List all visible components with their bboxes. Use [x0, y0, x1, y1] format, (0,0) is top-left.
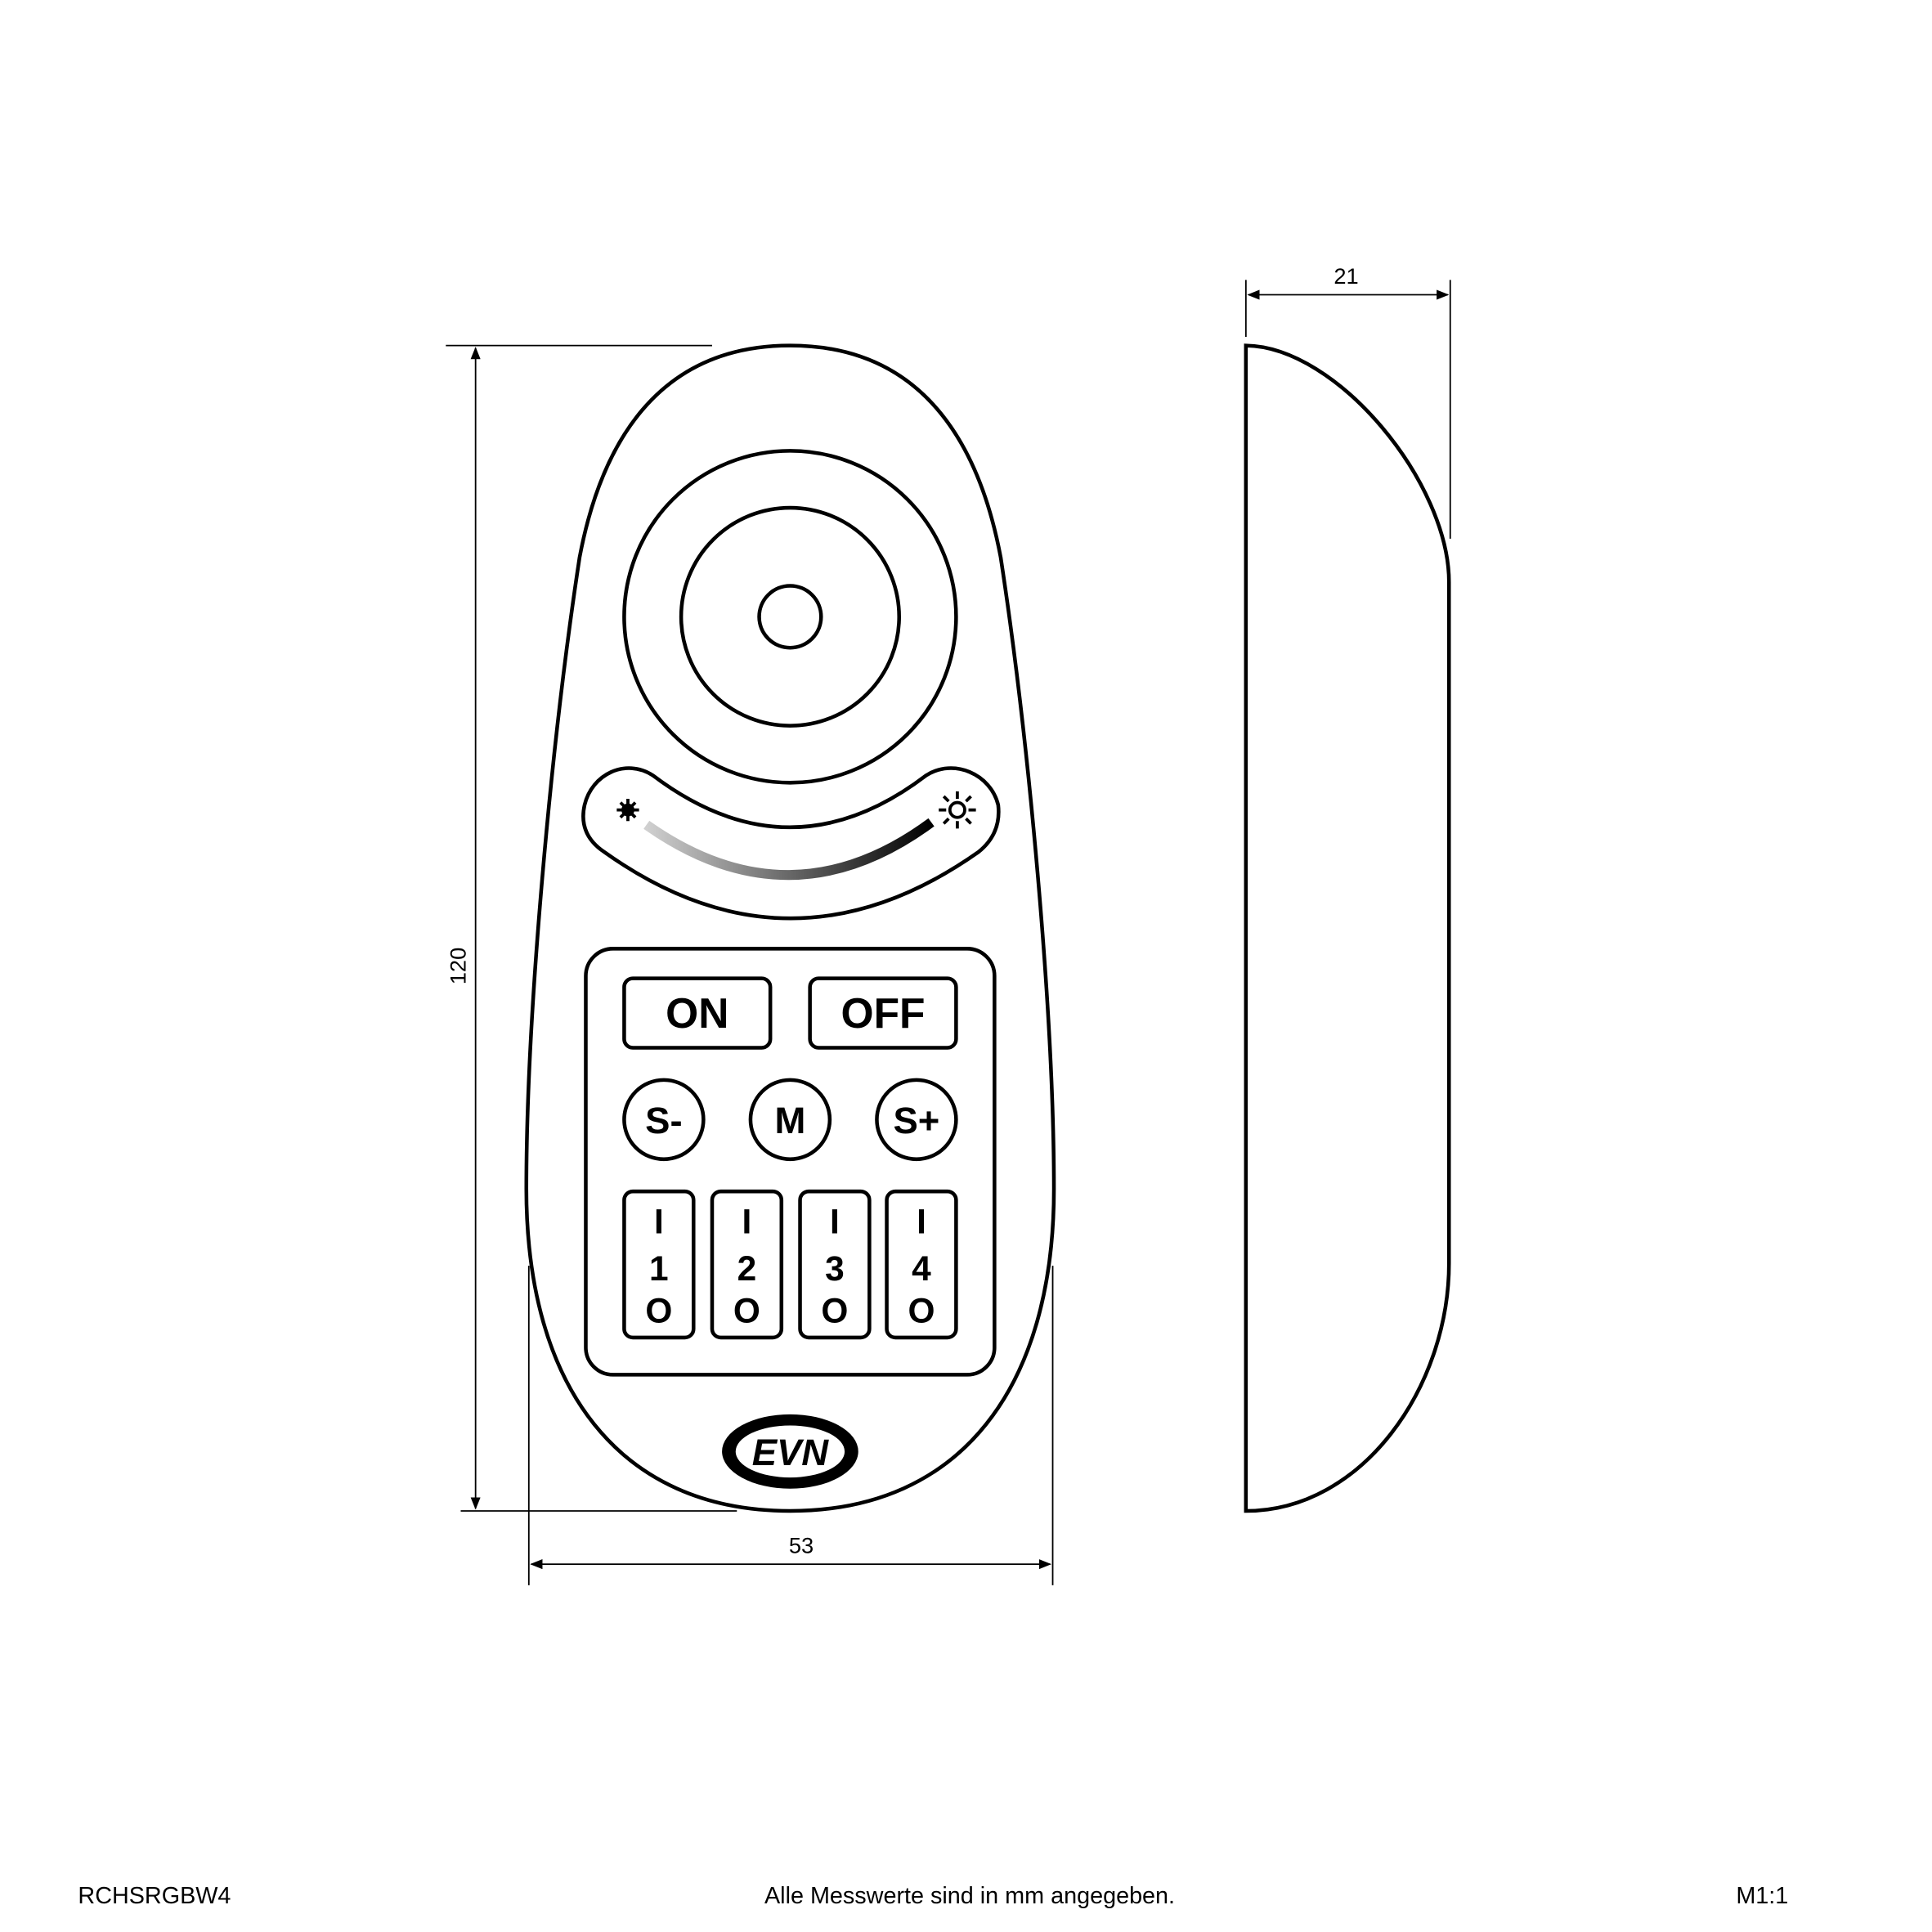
channel-button-4: I 4 O [885, 1189, 958, 1340]
svg-text:I: I [917, 1203, 926, 1241]
off-label: OFF [841, 989, 926, 1037]
width-dimension: 53 [527, 1266, 1054, 1585]
remote-front-view: ON OFF S- M S+ I 1 O I 2 O I 3 O I [524, 343, 1056, 1513]
on-label: ON [666, 989, 728, 1037]
color-wheel-inner [679, 505, 901, 728]
off-button [808, 976, 958, 1050]
brightness-slider-outline [581, 766, 1001, 921]
speed-minus-label: S- [645, 1100, 682, 1141]
speed-plus-label: S+ [893, 1100, 939, 1141]
evn-logo: EVN [722, 1414, 858, 1489]
center-button [757, 584, 823, 650]
svg-text:O: O [821, 1292, 848, 1330]
width-label: 53 [789, 1532, 814, 1558]
height-dimension: 120 [446, 344, 737, 1512]
on-button [622, 976, 773, 1050]
svg-text:O: O [733, 1292, 760, 1330]
model-number: RCHSRGBW4 [78, 1883, 231, 1909]
svg-text:2: 2 [737, 1249, 757, 1288]
svg-text:I: I [830, 1203, 840, 1241]
mode-label: M [774, 1100, 805, 1141]
color-wheel-outer [622, 449, 958, 785]
brightness-gradient [643, 818, 935, 881]
speed-minus-button [622, 1078, 706, 1162]
dim-sun-icon [616, 799, 639, 822]
channel-button-1: I 1 O [622, 1189, 696, 1340]
channel-button-2: I 2 O [710, 1189, 784, 1340]
remote-side-view [1244, 343, 1451, 1513]
depth-dimension: 21 [1244, 263, 1451, 539]
svg-text:I: I [742, 1203, 751, 1241]
depth-label: 21 [1334, 263, 1358, 289]
speed-plus-button [875, 1078, 958, 1162]
svg-text:1: 1 [649, 1249, 669, 1288]
svg-text:4: 4 [912, 1249, 931, 1288]
svg-text:O: O [908, 1292, 935, 1330]
scale-label: M1:1 [1736, 1883, 1788, 1909]
measurement-note: Alle Messwerte sind in mm angegeben. [764, 1883, 1175, 1909]
button-panel [584, 947, 997, 1377]
remote-outline [524, 343, 1056, 1513]
height-label: 120 [446, 948, 471, 984]
channel-button-3: I 3 O [798, 1189, 872, 1340]
mode-button [748, 1078, 832, 1162]
bright-sun-icon [939, 791, 976, 829]
svg-text:EVN: EVN [752, 1432, 830, 1473]
svg-text:3: 3 [825, 1249, 845, 1288]
svg-text:I: I [654, 1203, 664, 1241]
svg-text:O: O [645, 1292, 672, 1330]
